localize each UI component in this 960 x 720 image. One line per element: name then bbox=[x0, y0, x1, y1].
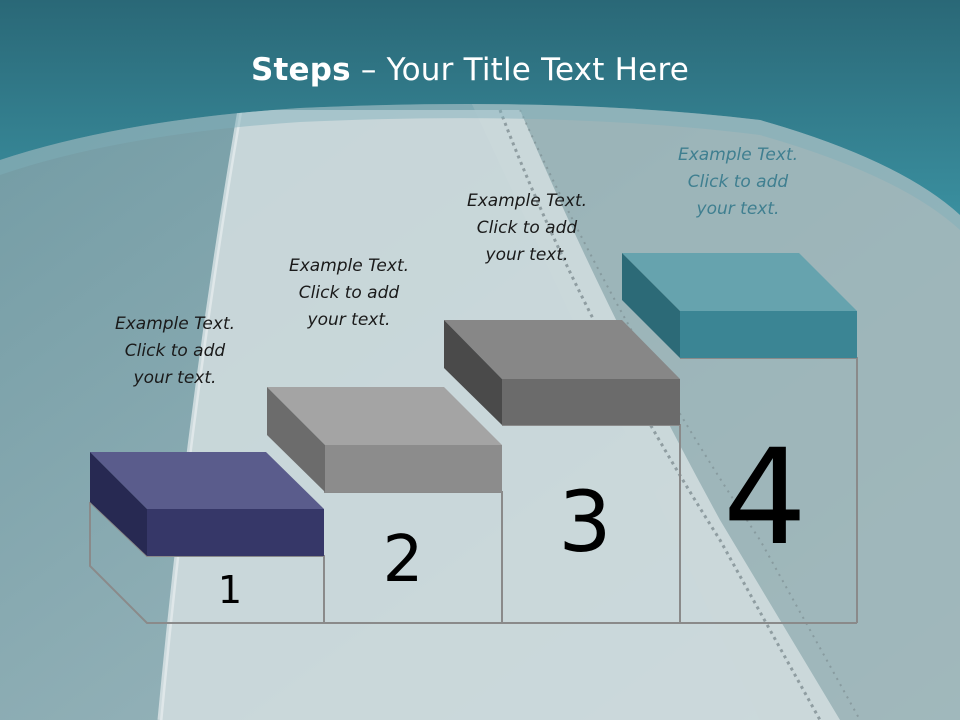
step-1-block bbox=[90, 452, 324, 556]
caption-line: Example Text. bbox=[677, 145, 799, 165]
step-4-number: 4 bbox=[723, 421, 807, 575]
step-1-front bbox=[147, 509, 324, 556]
step-3-front bbox=[502, 379, 680, 425]
step-2-side bbox=[267, 387, 325, 492]
step-1-caption[interactable]: Example Text. Click to add your text. bbox=[75, 311, 275, 392]
caption-line: your text. bbox=[133, 368, 217, 388]
caption-line: Click to add bbox=[687, 172, 789, 192]
step-2-front bbox=[325, 445, 502, 492]
caption-line: Click to add bbox=[476, 218, 578, 238]
step-3-caption[interactable]: Example Text. Click to add your text. bbox=[427, 188, 627, 269]
caption-line: Click to add bbox=[298, 283, 400, 303]
step-1-number: 1 bbox=[217, 568, 243, 612]
caption-line: Click to add bbox=[124, 341, 226, 361]
caption-line: your text. bbox=[307, 310, 391, 330]
step-4-top bbox=[622, 253, 857, 311]
caption-line: your text. bbox=[696, 199, 780, 219]
step-4-side bbox=[622, 253, 680, 358]
step-4-block bbox=[622, 253, 857, 358]
header-band bbox=[0, 0, 960, 215]
step-2-number: 2 bbox=[382, 523, 424, 597]
step-3-side bbox=[444, 320, 502, 425]
caption-line: your text. bbox=[485, 245, 569, 265]
step-4-front bbox=[680, 311, 857, 358]
railing-right bbox=[498, 109, 822, 720]
step-3-top bbox=[444, 320, 680, 379]
step-2-caption[interactable]: Example Text. Click to add your text. bbox=[249, 253, 449, 334]
dam-wall-right bbox=[470, 100, 960, 720]
caption-line: Example Text. bbox=[114, 314, 236, 334]
step-4-caption[interactable]: Example Text. Click to add your text. bbox=[638, 142, 838, 223]
step-1-top bbox=[90, 452, 324, 509]
step-3-number: 3 bbox=[558, 473, 612, 571]
title-bold: Steps bbox=[250, 52, 351, 88]
walkway-edge-left bbox=[157, 109, 243, 720]
railing-right-2 bbox=[519, 109, 861, 720]
step-3-block bbox=[444, 320, 680, 425]
caption-line: Example Text. bbox=[288, 256, 410, 276]
step-1-side bbox=[90, 452, 147, 556]
title-rest: – Your Title Text Here bbox=[350, 52, 689, 88]
slide-title[interactable]: Steps – Your Title Text Here bbox=[0, 52, 940, 88]
step-2-top bbox=[267, 387, 502, 445]
step-2-block bbox=[267, 387, 502, 492]
caption-line: Example Text. bbox=[466, 191, 588, 211]
